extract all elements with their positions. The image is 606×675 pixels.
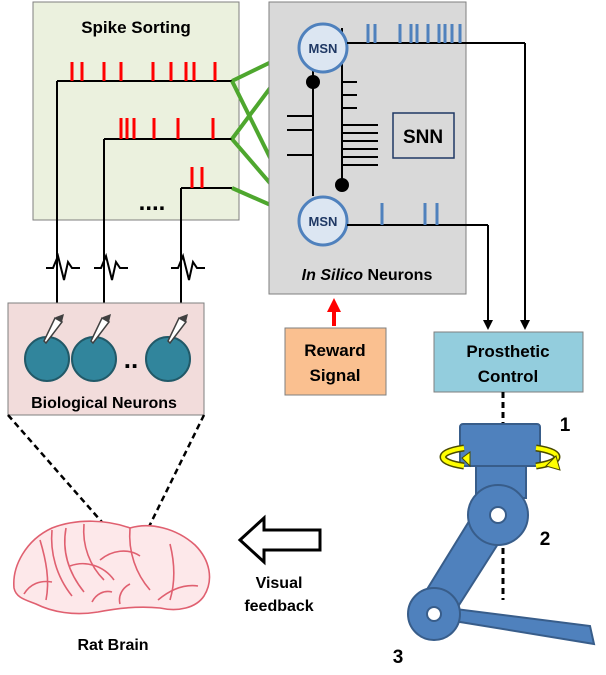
spike-waveform-icon — [46, 252, 80, 281]
electrode-icon — [167, 314, 188, 345]
synapse-ticks-right — [342, 81, 378, 166]
red-spikes-2 — [119, 118, 215, 139]
prosthetic-line2: Control — [478, 367, 538, 386]
snn-panel: SNN MSN MSN In Silico Neurons — [268, 1, 525, 295]
spike-waveform-icons — [46, 252, 205, 281]
spike-waveform-icon — [94, 252, 128, 281]
red-spikes-1 — [70, 62, 217, 81]
msn-neuron-top — [297, 22, 349, 74]
bio-title: Biological Neurons — [31, 395, 177, 412]
reward-line1: Reward — [304, 341, 365, 360]
prosthetic-line1: Prosthetic — [466, 342, 549, 361]
reward-signal-box — [284, 327, 387, 396]
zoom-line-right — [138, 414, 206, 546]
spike-sorting-ellipsis: .... — [139, 189, 166, 216]
snn-label-box — [392, 112, 455, 159]
feedback-line1: Visual — [256, 575, 303, 592]
msn-label-bottom: MSN — [309, 214, 338, 229]
snn-label: SNN — [403, 127, 443, 148]
msn-neuron-bottom — [297, 195, 349, 247]
synapse-ticks-left — [287, 115, 313, 156]
biological-neurons-panel: .. Biological Neurons — [7, 302, 205, 416]
hollow-arrow-icon — [237, 514, 322, 566]
reward-line2: Signal — [309, 366, 360, 385]
electrode-icon — [43, 314, 64, 345]
bio-neuron-1 — [24, 336, 70, 382]
rat-brain-label: Rat Brain — [77, 637, 148, 654]
electrode-icon — [90, 314, 111, 345]
bio-neuron-2 — [71, 336, 117, 382]
red-spikes-3 — [190, 167, 204, 188]
blue-spikes-top — [366, 24, 462, 43]
rotation-arrow-icon — [439, 444, 561, 471]
msn-label-top: MSN — [309, 41, 338, 56]
rat-brain-icon — [13, 520, 211, 615]
arm-joint-1-label: 1 — [560, 415, 571, 436]
feedback-line2: feedback — [244, 598, 313, 615]
bio-dots: .. — [124, 344, 138, 374]
bio-neuron-3 — [145, 336, 191, 382]
prosthetic-control-box — [433, 331, 584, 393]
snn-caption: In Silico Neurons — [302, 267, 433, 284]
blue-spikes-bottom — [380, 203, 439, 225]
arm-joint-2-label: 2 — [540, 529, 551, 550]
spike-sorting-panel: Spike Sorting .... — [32, 1, 240, 318]
spike-sorting-title: Spike Sorting — [81, 18, 191, 37]
spike-waveform-icon — [171, 252, 205, 281]
prosthetic-arm: 1 2 3 — [393, 392, 596, 668]
arm-joint-3-label: 3 — [393, 647, 404, 668]
